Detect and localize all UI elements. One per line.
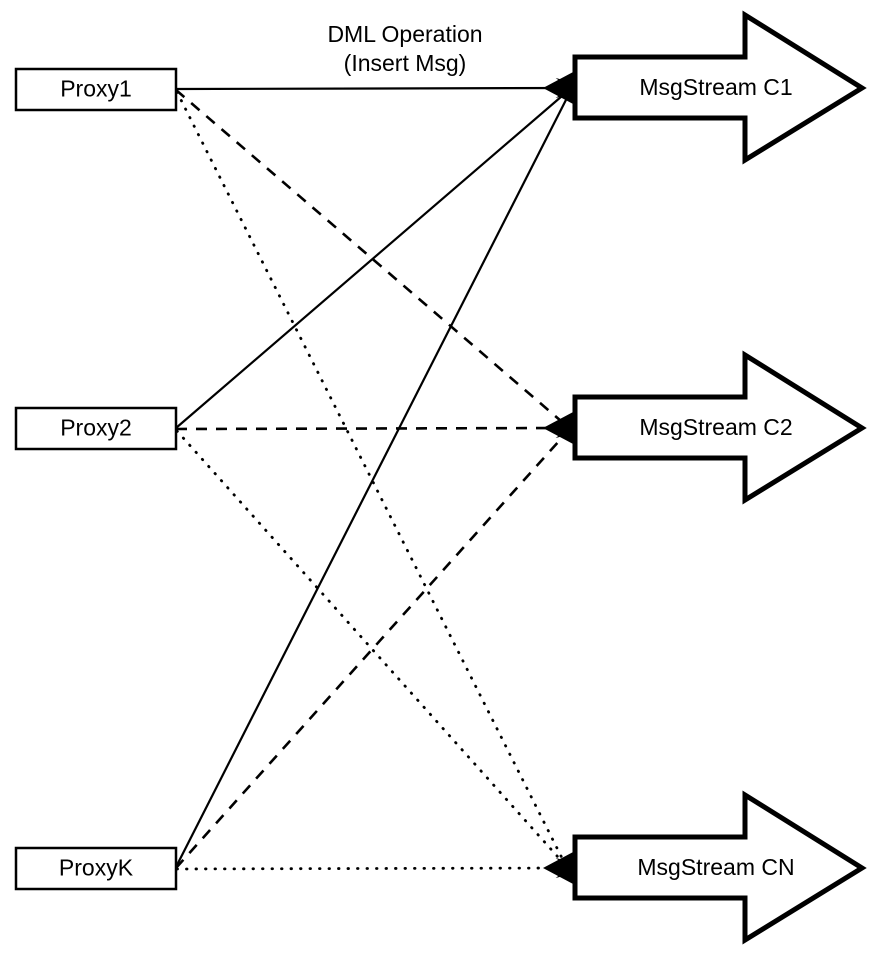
msgstream-c2-shape [572, 350, 867, 505]
proxy1[interactable]: Proxy1 [14, 67, 178, 112]
arrowhead-c1-barb-0 [555, 78, 575, 93]
proxy2-label: Proxy2 [60, 415, 132, 441]
arrowhead-c2-barb-4 [555, 423, 575, 438]
msgstream-nodes-layer: MsgStream C1 MsgStream C2 MsgStream CN [572, 10, 867, 945]
proxy2[interactable]: Proxy2 [14, 406, 178, 451]
proxy1-box [14, 67, 178, 112]
edge-proxy1-to-cn [175, 90, 568, 868]
msgstream-c2[interactable]: MsgStream C2 [572, 350, 867, 505]
arrowhead-c1 [543, 71, 575, 105]
dml-operation-line1: DML Operation [327, 21, 482, 47]
proxyk-box [14, 846, 178, 891]
msgstream-cn[interactable]: MsgStream CN [572, 790, 867, 945]
edges-layer [175, 86, 571, 871]
arrowhead-cn [543, 851, 575, 885]
arrowhead-c2-barb-0 [555, 418, 575, 433]
edge-proxy1-to-c1 [175, 86, 571, 91]
dml-operation-line2: (Insert Msg) [344, 50, 467, 76]
edge-proxyk-to-c2 [175, 430, 569, 869]
edge-proxy2-to-c1 [175, 89, 570, 429]
msgstream-c2-label: MsgStream C2 [639, 414, 792, 440]
msgstream-c1-label: MsgStream C1 [639, 74, 792, 100]
msgstream-cn-shape [572, 790, 867, 945]
proxyk[interactable]: ProxyK [14, 846, 178, 891]
arrowhead-cn-barb-0 [555, 858, 575, 873]
msgstream-c1[interactable]: MsgStream C1 [572, 10, 867, 165]
msgstream-c1-shape [572, 10, 867, 165]
proxy1-label: Proxy1 [60, 76, 132, 102]
arrowhead-cn-barb-4 [555, 863, 575, 878]
edge-proxyk-to-c1 [175, 91, 571, 868]
edge-proxy2-to-c2 [175, 426, 569, 431]
arrowhead-c1-barb-4 [555, 83, 575, 98]
msgstream-cn-label: MsgStream CN [637, 854, 794, 880]
proxy2-box [14, 406, 178, 451]
annotations-layer: DML Operation (Insert Msg) [327, 21, 482, 76]
arrowheads-layer [543, 71, 575, 885]
dml-operation: DML Operation (Insert Msg) [327, 21, 482, 76]
proxyk-label: ProxyK [59, 855, 134, 881]
edge-proxy1-to-c2 [175, 89, 569, 428]
arrowhead-c2 [543, 411, 575, 445]
edge-proxyk-to-cn [175, 866, 568, 871]
edge-proxy2-to-cn [175, 429, 568, 868]
